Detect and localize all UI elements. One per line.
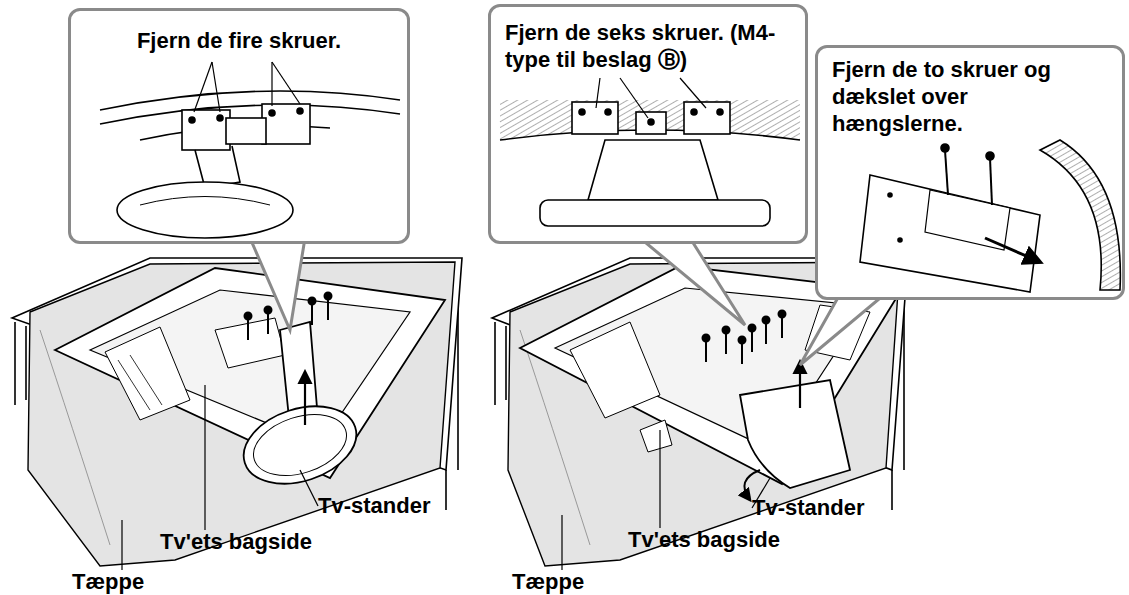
instruction-text: Fjern de fire skruer.: [81, 27, 397, 54]
screws-left: [245, 293, 332, 341]
part-label: Tæppe: [72, 570, 144, 594]
part-label: Tv'ets bagside: [628, 528, 780, 552]
table-left: [12, 258, 462, 510]
callout-box: Fjern de fire skruer.: [68, 8, 410, 244]
blanket-left: [28, 262, 455, 566]
blanket-right: [508, 262, 900, 566]
part-label: Tæppe: [512, 570, 584, 594]
tv-stand-left: [234, 322, 367, 497]
callout-box: Fjern de to skruer og dækslet over hængs…: [815, 45, 1125, 300]
instruction-text: Fjern de seks skruer. (M4-type til besla…: [505, 19, 795, 73]
tv-stand-right: [740, 362, 850, 500]
callout-tail: [640, 238, 745, 325]
callout-tail: [800, 294, 885, 365]
part-label: Tv-stander: [318, 494, 430, 518]
instruction-text: Fjern de to skruer og dækslet over hængs…: [832, 56, 1064, 137]
screws-right: [703, 311, 786, 365]
callout-tail: [250, 238, 305, 330]
leader-lines-left: [122, 385, 318, 570]
callout-box: Fjern de seks skruer. (M4-type til besla…: [488, 4, 808, 244]
part-label: Tv'ets bagside: [160, 530, 312, 554]
tv-back-left: [55, 268, 445, 478]
part-label: Tv-stander: [752, 496, 864, 520]
